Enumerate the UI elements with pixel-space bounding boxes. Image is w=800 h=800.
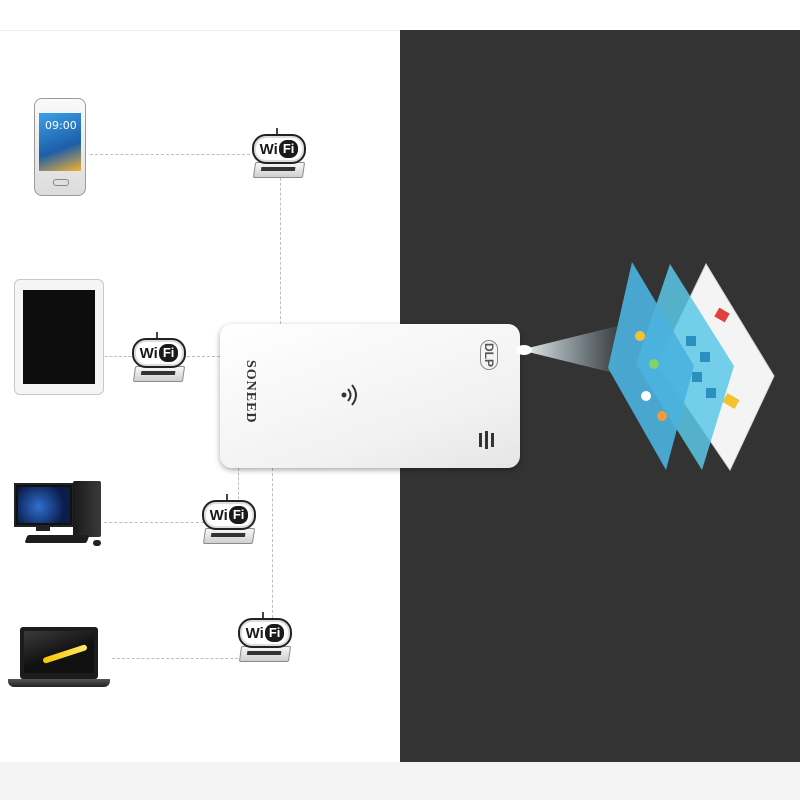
wifi-logo-fi: Fi bbox=[229, 506, 249, 524]
phone-screen: 09:00 bbox=[39, 113, 81, 171]
wifi-logo-wi: Wi bbox=[210, 507, 228, 524]
laptop-connection-line bbox=[112, 658, 238, 659]
wifi-logo-wi: Wi bbox=[246, 625, 264, 642]
laptop-base bbox=[8, 679, 110, 687]
projector-brand-label: SONEED bbox=[242, 360, 258, 424]
dlp-logo: DLP bbox=[480, 340, 498, 370]
monitor-stand bbox=[36, 525, 50, 531]
speaker-vents bbox=[476, 430, 496, 450]
router-base bbox=[253, 162, 305, 178]
phone-wifi-to-projector-line bbox=[280, 168, 281, 324]
desktop-monitor-image bbox=[14, 483, 74, 527]
router-base bbox=[133, 366, 185, 382]
tablet-image bbox=[14, 279, 104, 395]
tablet-wifi-to-projector-line bbox=[182, 356, 220, 357]
phone-home-button bbox=[53, 179, 69, 186]
wifi-logo-wi: Wi bbox=[140, 345, 158, 362]
wifi-logo-wi: Wi bbox=[260, 141, 278, 158]
wireless-signal-icon bbox=[338, 382, 364, 408]
router-base bbox=[203, 528, 255, 544]
projector-device: SONEED DLP bbox=[220, 324, 520, 468]
wifi-logo-fi: Fi bbox=[265, 624, 285, 642]
wifi-logo-fi: Fi bbox=[159, 344, 179, 362]
keyboard-image bbox=[25, 535, 90, 543]
monitor-screen bbox=[18, 487, 70, 523]
router-base bbox=[239, 646, 291, 662]
laptop-screen bbox=[24, 631, 94, 673]
phone-connection-line bbox=[90, 154, 250, 155]
laptop-image bbox=[20, 627, 98, 679]
projected-app-screens bbox=[606, 256, 786, 476]
wifi-logo-fi: Fi bbox=[279, 140, 299, 158]
pc-tower-image bbox=[73, 481, 101, 537]
smartphone-image: 09:00 bbox=[34, 98, 86, 196]
top-strip bbox=[0, 0, 800, 31]
bottom-strip bbox=[0, 762, 800, 800]
mouse-image bbox=[93, 540, 101, 546]
phone-clock: 09:00 bbox=[45, 119, 77, 132]
desktop-connection-line bbox=[104, 522, 204, 523]
laptop-wifi-to-projector-line bbox=[272, 468, 273, 618]
tablet-screen bbox=[23, 290, 95, 384]
